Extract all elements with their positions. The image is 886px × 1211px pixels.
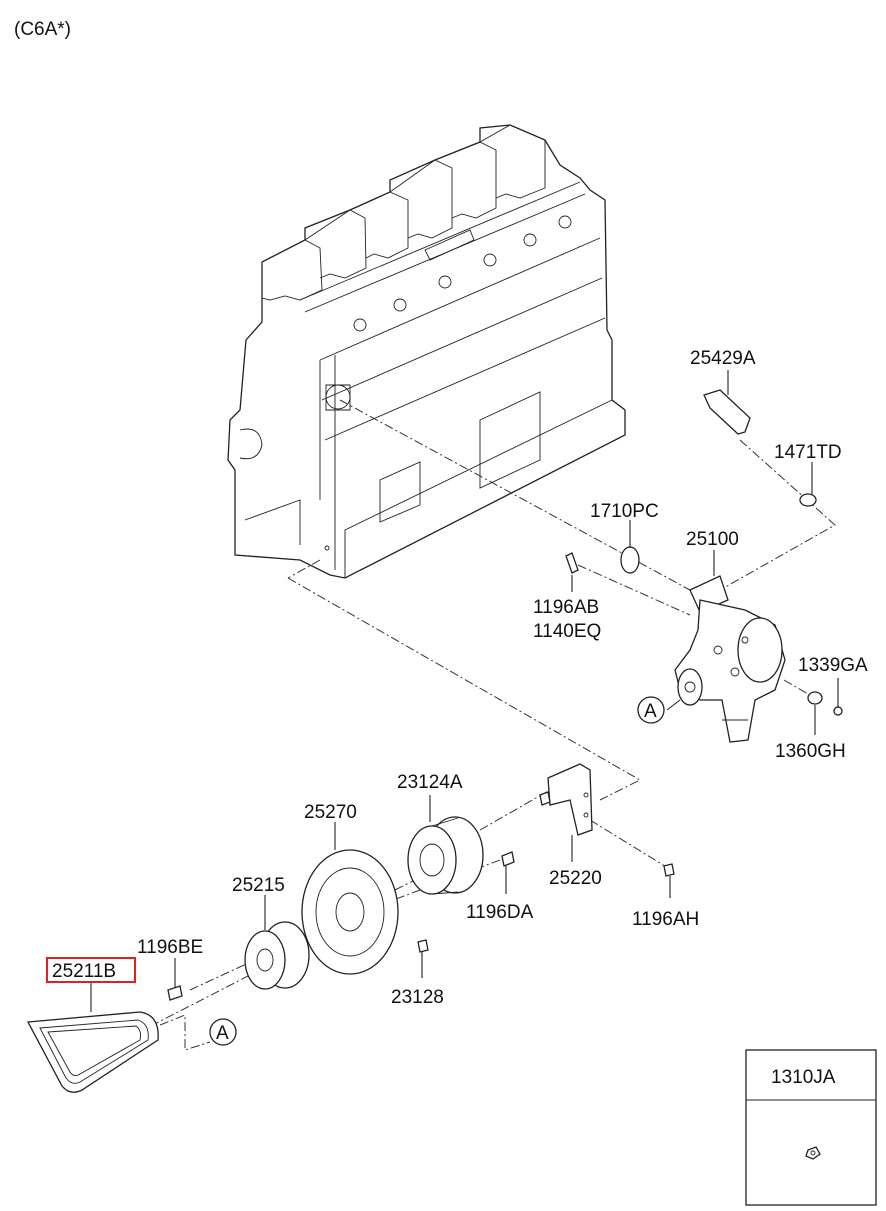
- label-1339ga: 1339GA: [798, 655, 868, 676]
- water-pump: [565, 389, 843, 743]
- label-23124a: 23124A: [397, 772, 463, 793]
- reference-callouts: A A: [209, 696, 665, 1046]
- engine-block: [227, 124, 626, 579]
- label-23128: 23128: [391, 987, 444, 1008]
- callout-a-pump: A: [644, 701, 657, 722]
- label-1196ab: 1196AB: [533, 597, 599, 618]
- leader-lines: [90, 370, 839, 1012]
- part-labels: 25429A 1471TD 1710PC 25100 1196AB 1140EQ…: [46, 348, 868, 1008]
- label-1196be: 1196BE: [137, 937, 203, 958]
- callout-a-belt: A: [216, 1023, 229, 1044]
- label-25270: 25270: [304, 802, 357, 823]
- nut-icon: [805, 1146, 821, 1160]
- gasket-1710pc: [620, 546, 640, 574]
- label-1471td: 1471TD: [774, 442, 842, 463]
- label-25220: 25220: [549, 868, 602, 889]
- highlight-box-25211b: [46, 957, 136, 983]
- pulley-assembly: [26, 763, 675, 1093]
- legend-frame: [745, 1049, 877, 1206]
- variant-code: (C6A*): [14, 19, 71, 40]
- callout-a-pump-circle: [637, 696, 665, 724]
- callout-a-belt-circle: [209, 1018, 237, 1046]
- legend-box: 1310JA: [745, 1049, 877, 1206]
- label-1710pc: 1710PC: [590, 501, 659, 522]
- label-25429a: 25429A: [690, 348, 756, 369]
- label-1196ah: 1196AH: [632, 909, 699, 930]
- label-1140eq: 1140EQ: [533, 621, 601, 642]
- label-25215: 25215: [232, 875, 285, 896]
- label-25211b: 25211B: [52, 961, 116, 982]
- label-25100: 25100: [686, 529, 739, 550]
- label-1196da: 1196DA: [466, 902, 534, 923]
- legend-part-number: 1310JA: [771, 1067, 836, 1088]
- label-1360gh: 1360GH: [775, 741, 846, 762]
